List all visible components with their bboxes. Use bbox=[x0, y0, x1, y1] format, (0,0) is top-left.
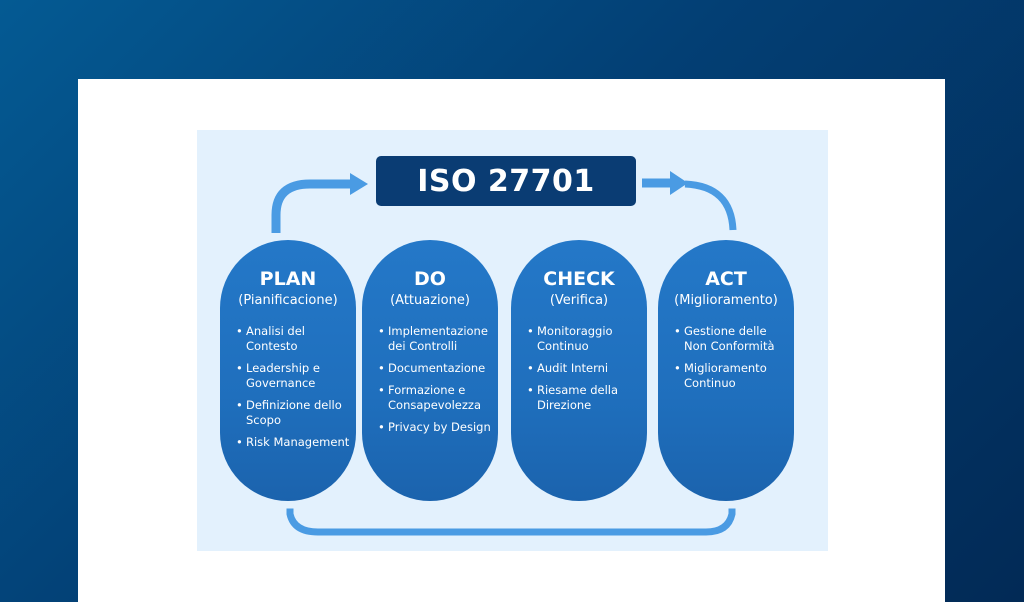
phase-subtitle: (Miglioramento) bbox=[674, 293, 778, 308]
bullet-icon: • bbox=[378, 361, 385, 375]
phase-title: DO bbox=[414, 268, 446, 290]
bullet-icon: • bbox=[378, 383, 385, 397]
phase-title: PLAN bbox=[259, 268, 317, 290]
phase-subtitle: (Pianificacione) bbox=[238, 293, 338, 308]
bullet-icon: • bbox=[236, 361, 243, 375]
bullet-icon: • bbox=[527, 383, 534, 397]
bullet-icon: • bbox=[527, 361, 534, 375]
iso-title: ISO 27701 bbox=[417, 163, 595, 199]
list-item: •Risk Management bbox=[236, 435, 350, 449]
phase-title: CHECK bbox=[543, 268, 615, 290]
bullet-icon: • bbox=[674, 361, 681, 375]
bullet-icon: • bbox=[674, 324, 681, 338]
phase-title: ACT bbox=[705, 268, 747, 290]
bullet-icon: • bbox=[527, 324, 534, 338]
phase-subtitle: (Verifica) bbox=[549, 293, 609, 308]
list-item: •Privacy by Design bbox=[378, 420, 491, 434]
bullet-icon: • bbox=[236, 324, 243, 338]
iso-title-box: ISO 27701 bbox=[376, 156, 636, 206]
phase-subtitle: (Attuazione) bbox=[390, 293, 470, 308]
list-item: •Documentazione bbox=[378, 361, 486, 375]
bullet-icon: • bbox=[378, 420, 385, 434]
list-item: •Audit Interni bbox=[527, 361, 609, 375]
bullet-icon: • bbox=[378, 324, 385, 338]
bullet-icon: • bbox=[236, 398, 243, 412]
bullet-icon: • bbox=[236, 435, 243, 449]
